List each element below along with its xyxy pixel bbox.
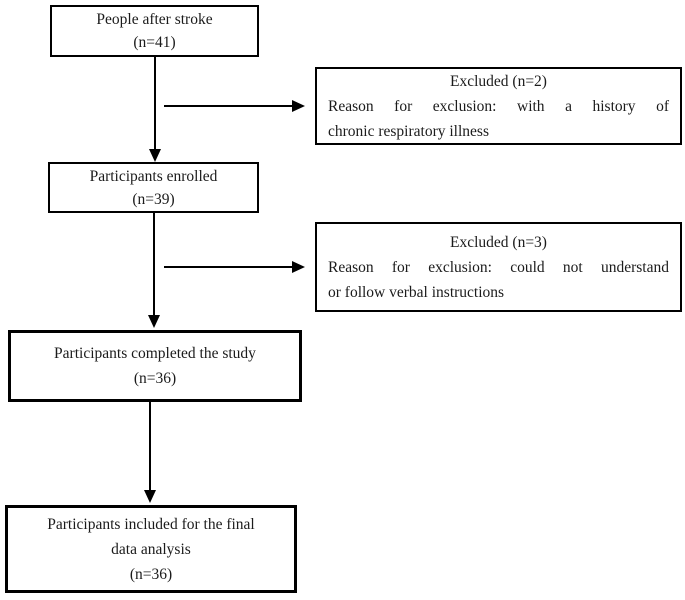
box-excluded-1: Excluded (n=2) Reason for exclusion: wit… [315,67,682,145]
box-final-analysis-count: (n=36) [129,565,173,583]
arrow-right-2-head [292,261,305,273]
arrow-down-3-line [149,402,151,491]
box-completed-study-count: (n=36) [133,370,177,387]
box-excluded-1-reason-line1: Reason for exclusion: with a history of [328,97,669,115]
box-participants-enrolled: Participants enrolled (n=39) [48,162,259,213]
arrow-right-2-line [164,266,292,268]
box-people-after-stroke: People after stroke (n=41) [50,5,259,57]
box-completed-study: Participants completed the study (n=36) [8,330,302,402]
box-final-analysis-label-line2: data analysis [111,540,191,558]
box-participants-enrolled-label: Participants enrolled [89,167,218,185]
box-excluded-2-title: Excluded (n=3) [450,233,547,251]
arrow-down-2-line [153,213,155,316]
arrow-down-3-head [144,490,156,503]
arrow-down-2-head [148,315,160,328]
box-excluded-1-title: Excluded (n=2) [450,72,547,90]
arrow-right-1-head [292,100,305,112]
arrow-down-1-line [154,57,156,150]
box-excluded-2: Excluded (n=3) Reason for exclusion: cou… [315,222,682,312]
box-excluded-1-reason-line2: chronic respiratory illness [328,122,489,140]
box-final-analysis-label-line1: Participants included for the final [47,515,255,533]
box-people-after-stroke-count: (n=41) [133,34,176,51]
box-people-after-stroke-label: People after stroke [96,11,213,28]
box-completed-study-label: Participants completed the study [54,345,256,362]
box-excluded-2-reason-line2: or follow verbal instructions [328,283,505,301]
box-final-analysis: Participants included for the final data… [5,505,297,593]
arrow-down-1-head [149,149,161,162]
arrow-right-1-line [164,105,292,107]
box-participants-enrolled-count: (n=39) [132,190,175,208]
box-excluded-2-reason-line1: Reason for exclusion: could not understa… [328,258,669,276]
